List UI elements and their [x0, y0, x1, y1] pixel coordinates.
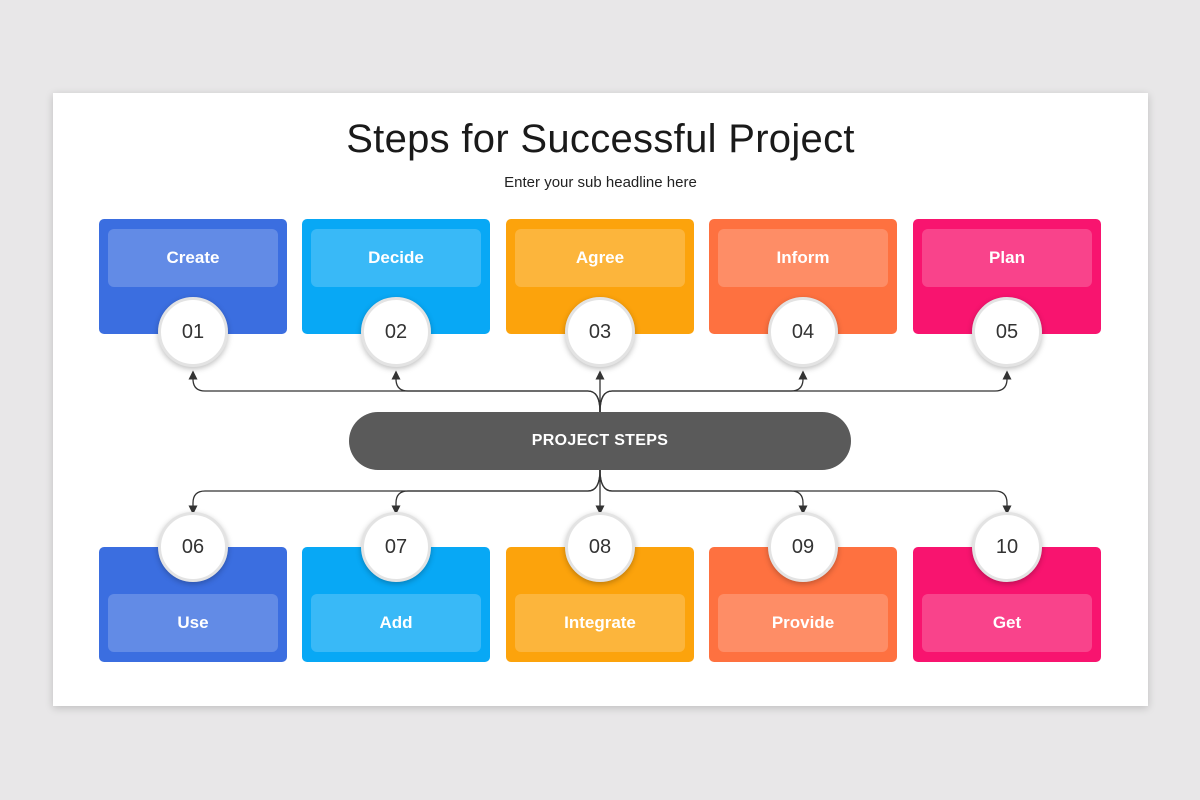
step-card-03: Agree [506, 219, 694, 334]
step-label: Agree [515, 229, 685, 287]
connector-up-2 [391, 370, 601, 413]
step-number-badge: 07 [361, 512, 431, 582]
step-label: Decide [311, 229, 481, 287]
step-number-badge: 10 [972, 512, 1042, 582]
step-label: Inform [718, 229, 888, 287]
step-label: Integrate [515, 594, 685, 652]
step-number-badge: 06 [158, 512, 228, 582]
page-title: Steps for Successful Project [346, 117, 855, 161]
connector-down-10 [599, 469, 1012, 515]
connector-up-4 [599, 370, 808, 413]
step-number-badge: 05 [972, 297, 1042, 367]
page-subtitle: Enter your sub headline here [504, 174, 697, 191]
step-number-badge: 03 [565, 297, 635, 367]
connector-lines [188, 370, 1012, 515]
step-number-badge: 08 [565, 512, 635, 582]
step-label: Add [311, 594, 481, 652]
step-label: Provide [718, 594, 888, 652]
step-label: Plan [922, 229, 1092, 287]
step-card-08: Integrate [506, 547, 694, 662]
step-label: Use [108, 594, 278, 652]
connector-down-9 [599, 469, 808, 515]
slide: Steps for Successful Project Enter your … [53, 93, 1148, 706]
project-steps-pill: PROJECT STEPS [349, 412, 851, 470]
step-number-badge: 01 [158, 297, 228, 367]
step-label: Get [922, 594, 1092, 652]
connector-down-7 [391, 469, 601, 515]
step-label: Create [108, 229, 278, 287]
step-number-badge: 09 [768, 512, 838, 582]
step-card-05: Plan [913, 219, 1101, 334]
step-number-badge: 02 [361, 297, 431, 367]
connector-up-5 [599, 370, 1012, 413]
step-number-badge: 04 [768, 297, 838, 367]
